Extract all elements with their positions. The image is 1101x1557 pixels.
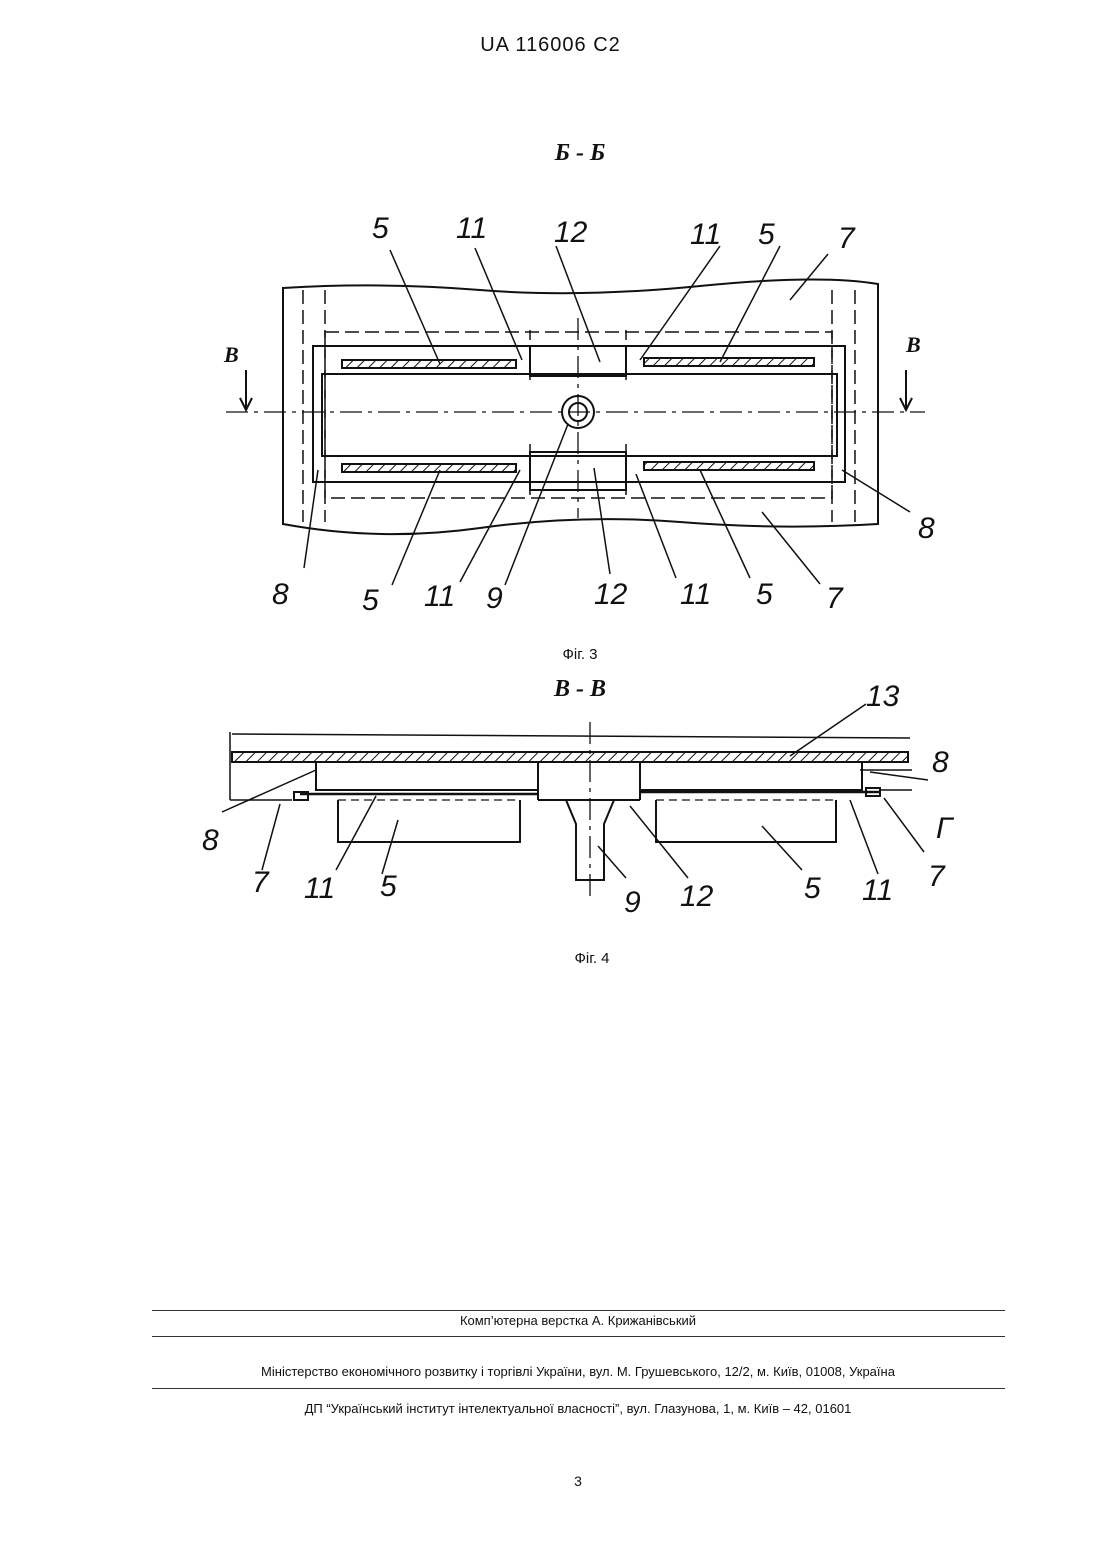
label-8-left-fig4: 8 xyxy=(202,824,219,857)
label-12-fig4: 12 xyxy=(680,880,714,913)
label-9-fig4: 9 xyxy=(624,886,641,919)
label-5-left-fig4: 5 xyxy=(380,870,397,903)
footer-ministry: Міністерство економічного розвитку і тор… xyxy=(0,1364,1101,1379)
footer-divider-1 xyxy=(152,1310,1005,1311)
footer-divider-3 xyxy=(152,1388,1005,1389)
label-13: 13 xyxy=(866,680,900,713)
footer-divider-2 xyxy=(152,1336,1005,1337)
page-number: 3 xyxy=(0,1473,1101,1489)
label-7-right-fig4: 7 xyxy=(928,860,946,893)
label-11-right-fig4: 11 xyxy=(862,874,893,907)
footer-layout-credit: Комп’ютерна верстка А. Крижанівський xyxy=(0,1313,1101,1328)
footer-institute: ДП “Український інститут інтелектуальної… xyxy=(0,1401,1101,1416)
label-8-right-fig4: 8 xyxy=(932,746,949,779)
figure4-caption: Фіг. 4 xyxy=(492,950,692,967)
label-5-right-fig4: 5 xyxy=(804,872,821,905)
label-11-left-fig4: 11 xyxy=(304,872,335,905)
label-7-left-fig4: 7 xyxy=(252,866,270,899)
label-G: Г xyxy=(936,812,955,845)
